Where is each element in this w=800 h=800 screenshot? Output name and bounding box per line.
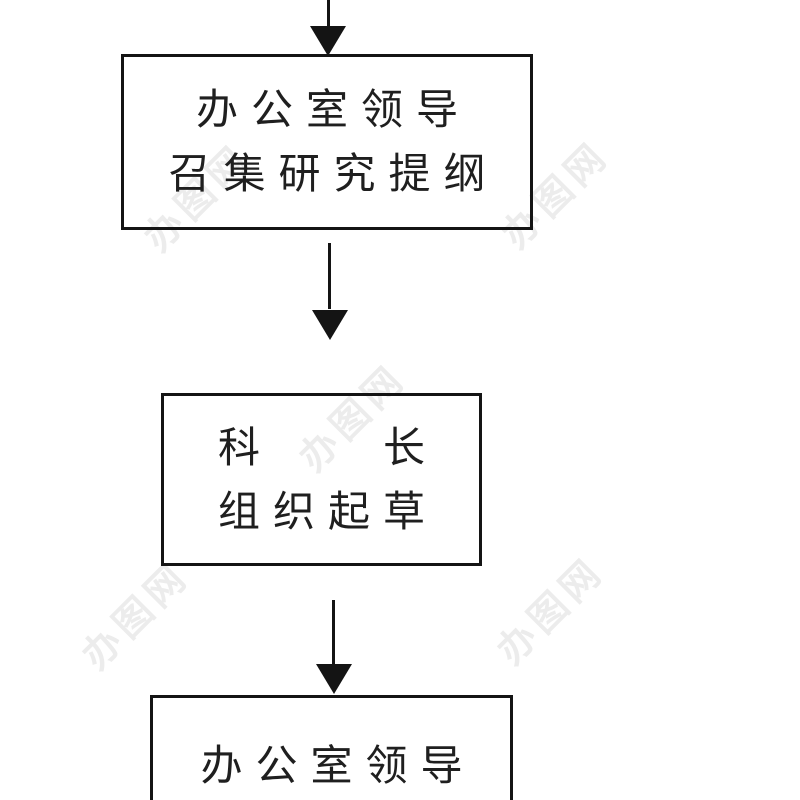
node-text-line: 科 长 <box>217 422 438 472</box>
flow-node-office-leader-convene: 办公室领导 召集研究提纲 <box>121 54 533 230</box>
node-text-line: 召集研究提纲 <box>168 149 499 198</box>
connector-line-2-3 <box>332 600 335 664</box>
arrowhead-down-icon <box>310 26 346 56</box>
flow-node-office-leader-review: 办公室领导 <box>150 695 513 800</box>
arrowhead-down-icon <box>312 310 348 340</box>
connector-line-1-2 <box>328 243 331 309</box>
flow-node-section-chief-draft: 科 长 组织起草 <box>161 393 482 566</box>
watermark-text: 办图网 <box>488 548 613 673</box>
node-text-line: 办公室领导 <box>195 85 471 134</box>
node-text-line: 办公室领导 <box>200 741 476 790</box>
watermark-text: 办图网 <box>73 553 198 678</box>
node-text-line: 组织起草 <box>217 486 438 536</box>
arrowhead-down-icon <box>316 664 352 694</box>
connector-line-top <box>327 0 330 30</box>
